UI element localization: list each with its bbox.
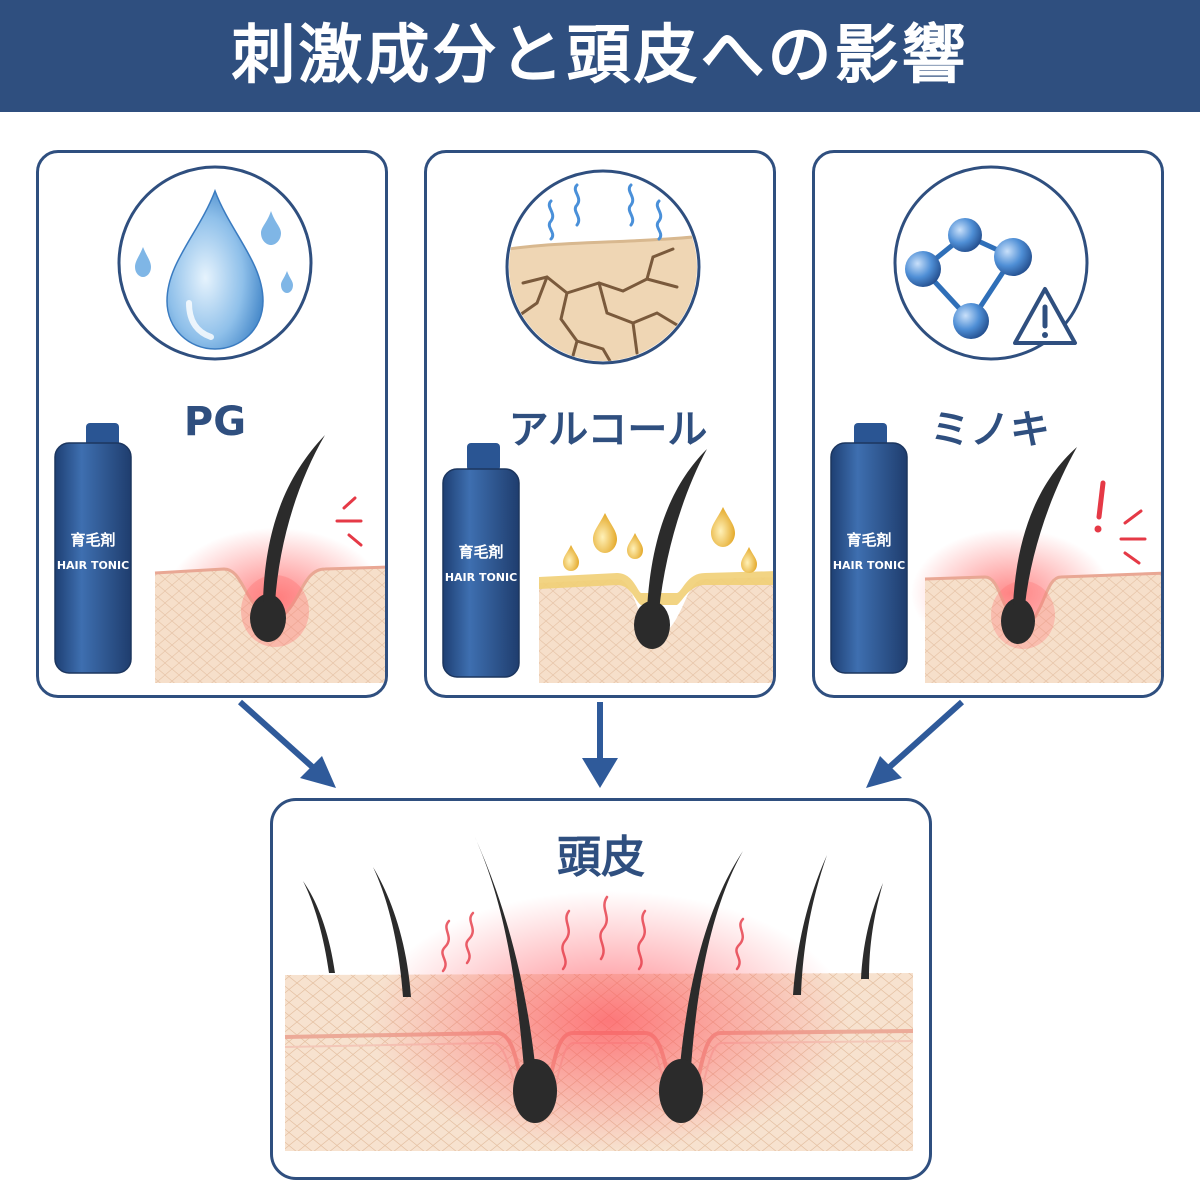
hair-tonic-bottle — [54, 393, 132, 674]
scalp-cross-section-irritated — [911, 447, 1161, 683]
water-drop-icon — [117, 165, 313, 361]
ingredient-label-pg: PG — [183, 399, 247, 445]
scalp-cross-section-oily — [539, 449, 773, 683]
bottle-label-en: HAIR TONIC — [57, 559, 129, 572]
irritation-marks — [335, 496, 363, 547]
scalp-cross-section-irritated — [154, 435, 385, 683]
ingredient-panel-pg: 育毛剤 HAIR TONIC PG — [36, 150, 388, 698]
hair-tonic-bottle — [442, 419, 520, 678]
page-title: 刺激成分と頭皮への影響 — [231, 19, 969, 93]
arrow-alcohol-to-scalp — [582, 702, 618, 788]
ingredient-label-alcohol: アルコール — [508, 407, 708, 453]
alcohol-illustration: 育毛剤 HAIR TONIC — [442, 169, 773, 683]
bottle-label-jp: 育毛剤 — [846, 531, 891, 549]
ingredient-label-minoxidil: ミノキ — [930, 407, 1050, 453]
warning-exclamation-marks — [1094, 480, 1147, 565]
ingredient-panel-minoxidil: 育毛剤 HAIR TONIC ミノキ — [812, 150, 1164, 698]
pg-illustration: 育毛剤 HAIR TONIC — [54, 165, 385, 683]
minoxidil-illustration: 育毛剤 HAIR TONIC — [830, 165, 1161, 683]
heat-waves — [441, 895, 745, 973]
inflammation-glow — [369, 891, 849, 1151]
molecule-warning-icon — [893, 165, 1089, 361]
bottle-label-en: HAIR TONIC — [445, 571, 517, 584]
ingredient-panel-alcohol: 育毛剤 HAIR TONIC アルコール — [424, 150, 776, 698]
bottle-label-jp: 育毛剤 — [458, 543, 503, 561]
header-banner: 刺激成分と頭皮への影響 — [0, 0, 1200, 112]
scalp-result-panel: 頭皮 — [270, 798, 932, 1180]
hair-strands — [303, 833, 883, 1123]
arrow-minoxidil-to-scalp — [866, 699, 965, 788]
bottle-label-en: HAIR TONIC — [833, 559, 905, 572]
hair-tonic-bottle — [830, 393, 908, 674]
bottle-label-jp: 育毛剤 — [70, 531, 115, 549]
arrow-pg-to-scalp — [237, 699, 336, 788]
scalp-illustration — [284, 833, 914, 1151]
scalp-label: 頭皮 — [557, 832, 645, 883]
